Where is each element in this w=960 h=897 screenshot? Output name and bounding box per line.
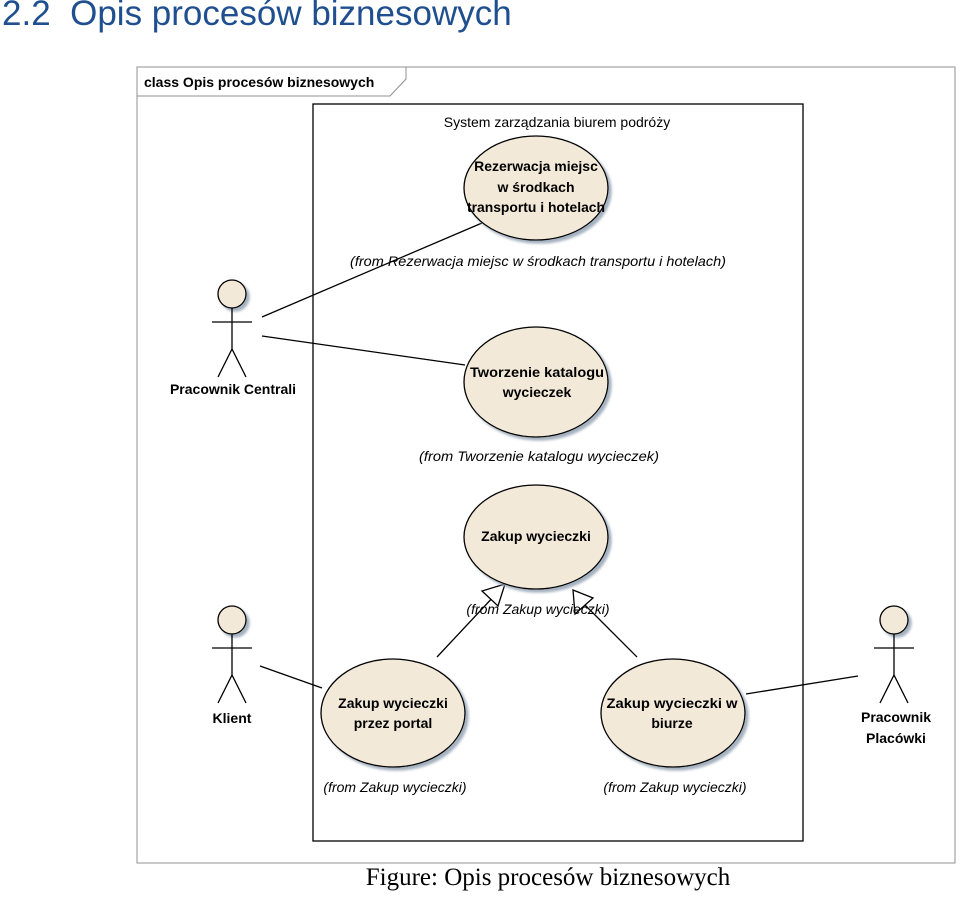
usecase-zakup-from: (from Zakup wycieczki) bbox=[466, 601, 609, 617]
system-title: System zarządzania biurem podróży bbox=[444, 114, 670, 130]
usecase-rezerwacja-from: (from Rezerwacja miejsc w środkach trans… bbox=[350, 253, 726, 269]
frame-label: class Opis procesów biznesowych bbox=[144, 74, 374, 90]
usecase-katalog-from: (from Tworzenie katalogu wycieczek) bbox=[419, 448, 659, 464]
actor-branch-head-icon bbox=[879, 605, 909, 635]
assoc-branch-biuro bbox=[745, 675, 859, 695]
figure-caption: Figure: Opis procesów biznesowych bbox=[365, 864, 731, 891]
usecase-katalog[interactable]: Tworzenie katalogu wycieczek bbox=[463, 326, 609, 438]
usecase-portal-from: (from Zakup wycieczki) bbox=[323, 779, 466, 795]
section-number: 2.2 bbox=[2, 0, 51, 33]
section-heading: 2.2 Opis procesów biznesowych bbox=[2, 0, 512, 34]
usecase-katalog-line2: wycieczek bbox=[502, 384, 572, 400]
actor-branch-label-line2: Placówki bbox=[866, 730, 926, 746]
usecase-zakup[interactable]: Zakup wycieczki bbox=[463, 484, 609, 590]
generalization-biuro-zakup bbox=[582, 602, 638, 658]
usecase-rezerwacja-line3: transportu i hotelach bbox=[467, 199, 605, 215]
assoc-central-rezerwacja bbox=[261, 222, 483, 318]
usecase-zakup-line1: Zakup wycieczki bbox=[481, 528, 591, 544]
usecase-biuro-from: (from Zakup wycieczki) bbox=[603, 779, 746, 795]
frame-label-tab bbox=[136, 66, 407, 97]
actor-branch-label-line1: Pracownik bbox=[861, 709, 931, 725]
usecase-biuro-line2: biurze bbox=[651, 715, 692, 731]
usecase-biuro-line1: Zakup wycieczki w bbox=[607, 695, 738, 711]
usecase-biuro[interactable]: Zakup wycieczki w biurze bbox=[600, 658, 746, 768]
usecase-portal-line2: przez portal bbox=[354, 715, 433, 731]
diagram-frame bbox=[136, 66, 956, 864]
usecase-rezerwacja[interactable]: Rezerwacja miejsc w środkach transportu … bbox=[463, 135, 609, 241]
usecase-portal-line1: Zakup wycieczki bbox=[338, 695, 448, 711]
generalization-arrow-biuro bbox=[572, 589, 595, 616]
assoc-central-katalog bbox=[261, 335, 466, 366]
assoc-client-portal bbox=[259, 665, 323, 689]
actor-client-head-icon bbox=[217, 605, 247, 635]
generalization-arrow-portal bbox=[480, 583, 506, 608]
actor-central[interactable] bbox=[212, 279, 252, 378]
usecase-rezerwacja-line2: w środkach bbox=[496, 179, 574, 195]
usecase-portal[interactable]: Zakup wycieczki przez portal bbox=[320, 658, 466, 768]
usecase-katalog-line1: Tworzenie katalogu bbox=[470, 364, 604, 380]
generalization-portal-zakup bbox=[436, 593, 497, 658]
actor-central-label: Pracownik Centrali bbox=[170, 381, 296, 397]
actor-branch[interactable] bbox=[874, 605, 914, 704]
actor-central-head-icon bbox=[217, 279, 247, 309]
actor-client[interactable] bbox=[212, 605, 252, 704]
actor-client-label: Klient bbox=[213, 710, 252, 726]
usecase-rezerwacja-line1: Rezerwacja miejsc bbox=[474, 158, 598, 174]
section-title: Opis procesów biznesowych bbox=[70, 0, 512, 33]
